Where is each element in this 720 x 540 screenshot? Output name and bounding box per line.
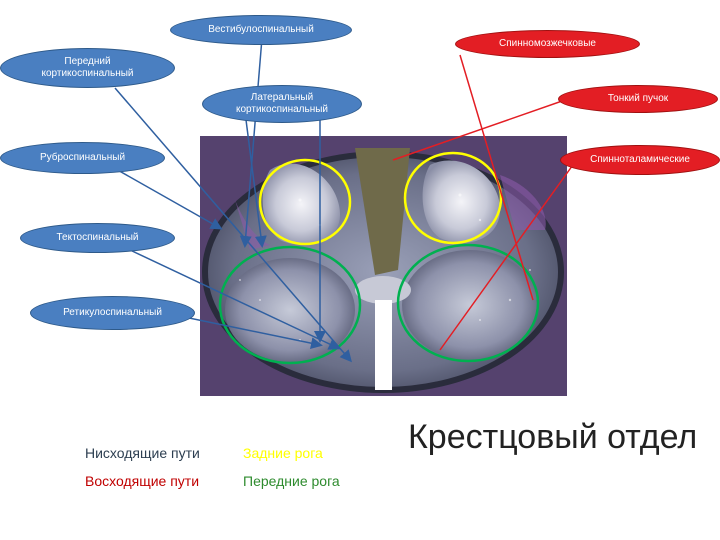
label-vestibulospinal: Вестибулоспинальный — [170, 15, 352, 45]
ascending-tract-pointers — [392, 54, 581, 351]
legend-posterior-horns: Задние рога — [243, 445, 323, 461]
label-lateral-corticospinal: Латеральный кортикоспинальный — [202, 85, 362, 123]
spinal-cord-section — [202, 148, 564, 393]
label-tectospinal: Тектоспинальный — [20, 223, 175, 253]
label-reticulospinal: Ретикулоспинальный — [30, 296, 195, 330]
label-spinothalamic: Спинноталамические — [560, 145, 720, 175]
label-spinocerebellar: Спинномозжечковые — [455, 30, 640, 58]
slide-title: Крестцовый отдел — [408, 418, 698, 456]
label-anterior-corticospinal: Передний кортикоспинальный — [0, 48, 175, 88]
anterior-horn-left-marker — [218, 245, 362, 365]
legend-ascending: Восходящие пути — [85, 473, 200, 489]
anterior-horn-right-marker — [396, 243, 540, 363]
posterior-horn-right-marker — [403, 151, 503, 245]
posterior-horn-left-marker — [258, 158, 352, 246]
label-rubrospinal: Руброспинальный — [0, 142, 165, 174]
legend-descending: Нисходящие пути — [85, 445, 200, 461]
legend-anterior-horns: Передние рога — [243, 473, 340, 489]
label-fasciculus-gracilis: Тонкий пучок — [558, 85, 718, 113]
